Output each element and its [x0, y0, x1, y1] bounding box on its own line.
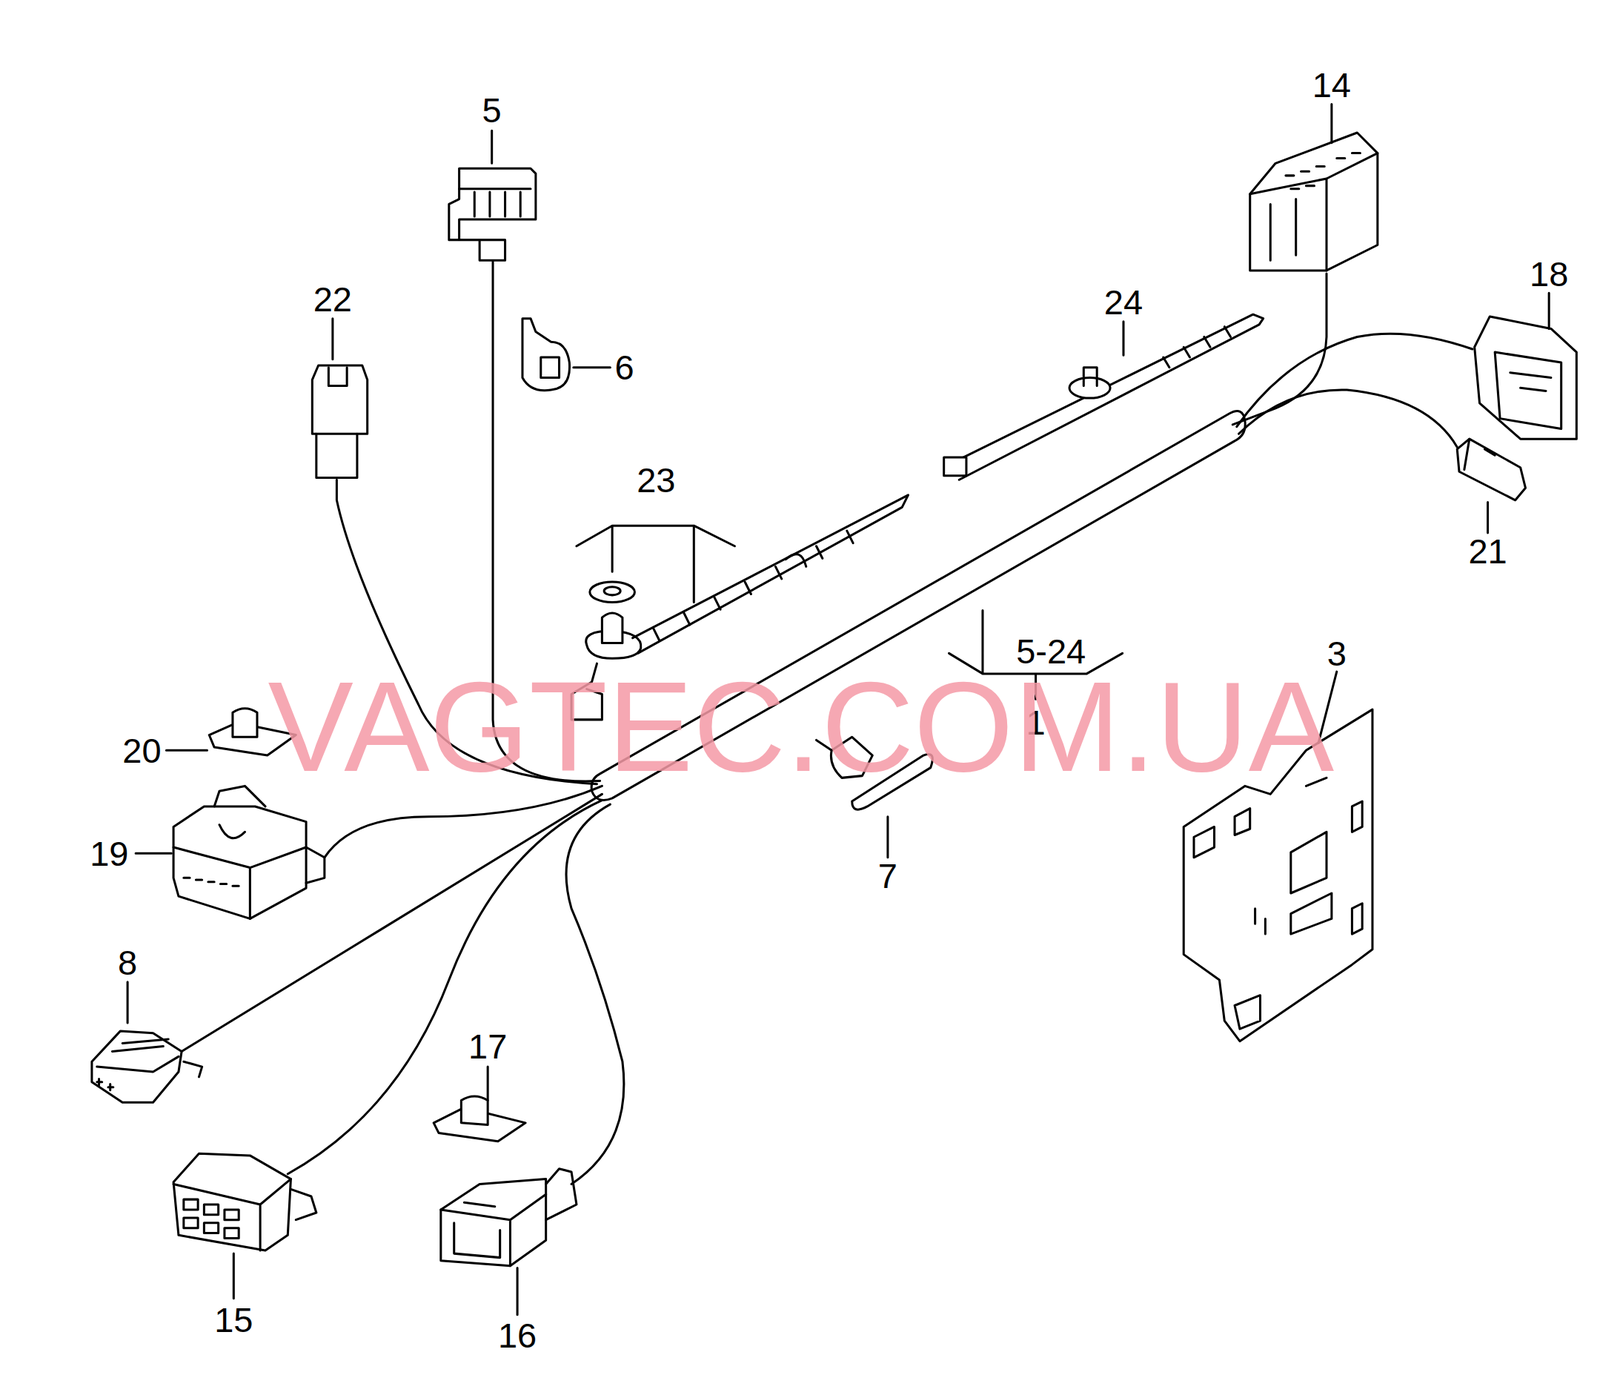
callout-number: 23 [636, 462, 676, 498]
callout-number: 21 [1468, 533, 1507, 569]
callout-number: 15 [214, 1302, 253, 1337]
callout-number: 6 [615, 349, 635, 385]
callout-number: 7 [878, 858, 898, 894]
callout-number: 19 [89, 835, 129, 871]
callout-number: 22 [313, 281, 353, 317]
callout-number: 16 [498, 1317, 537, 1353]
callout-number: 24 [1104, 284, 1143, 320]
callout-number: 20 [122, 732, 161, 768]
callout-number: 8 [117, 944, 138, 980]
callout-number: 5 [482, 92, 502, 128]
callout-number: 14 [1312, 67, 1351, 103]
watermark: VAGTEC.COM.UA [268, 662, 1335, 791]
callout-number: 17 [468, 1028, 507, 1064]
callout-number: 18 [1529, 256, 1569, 292]
